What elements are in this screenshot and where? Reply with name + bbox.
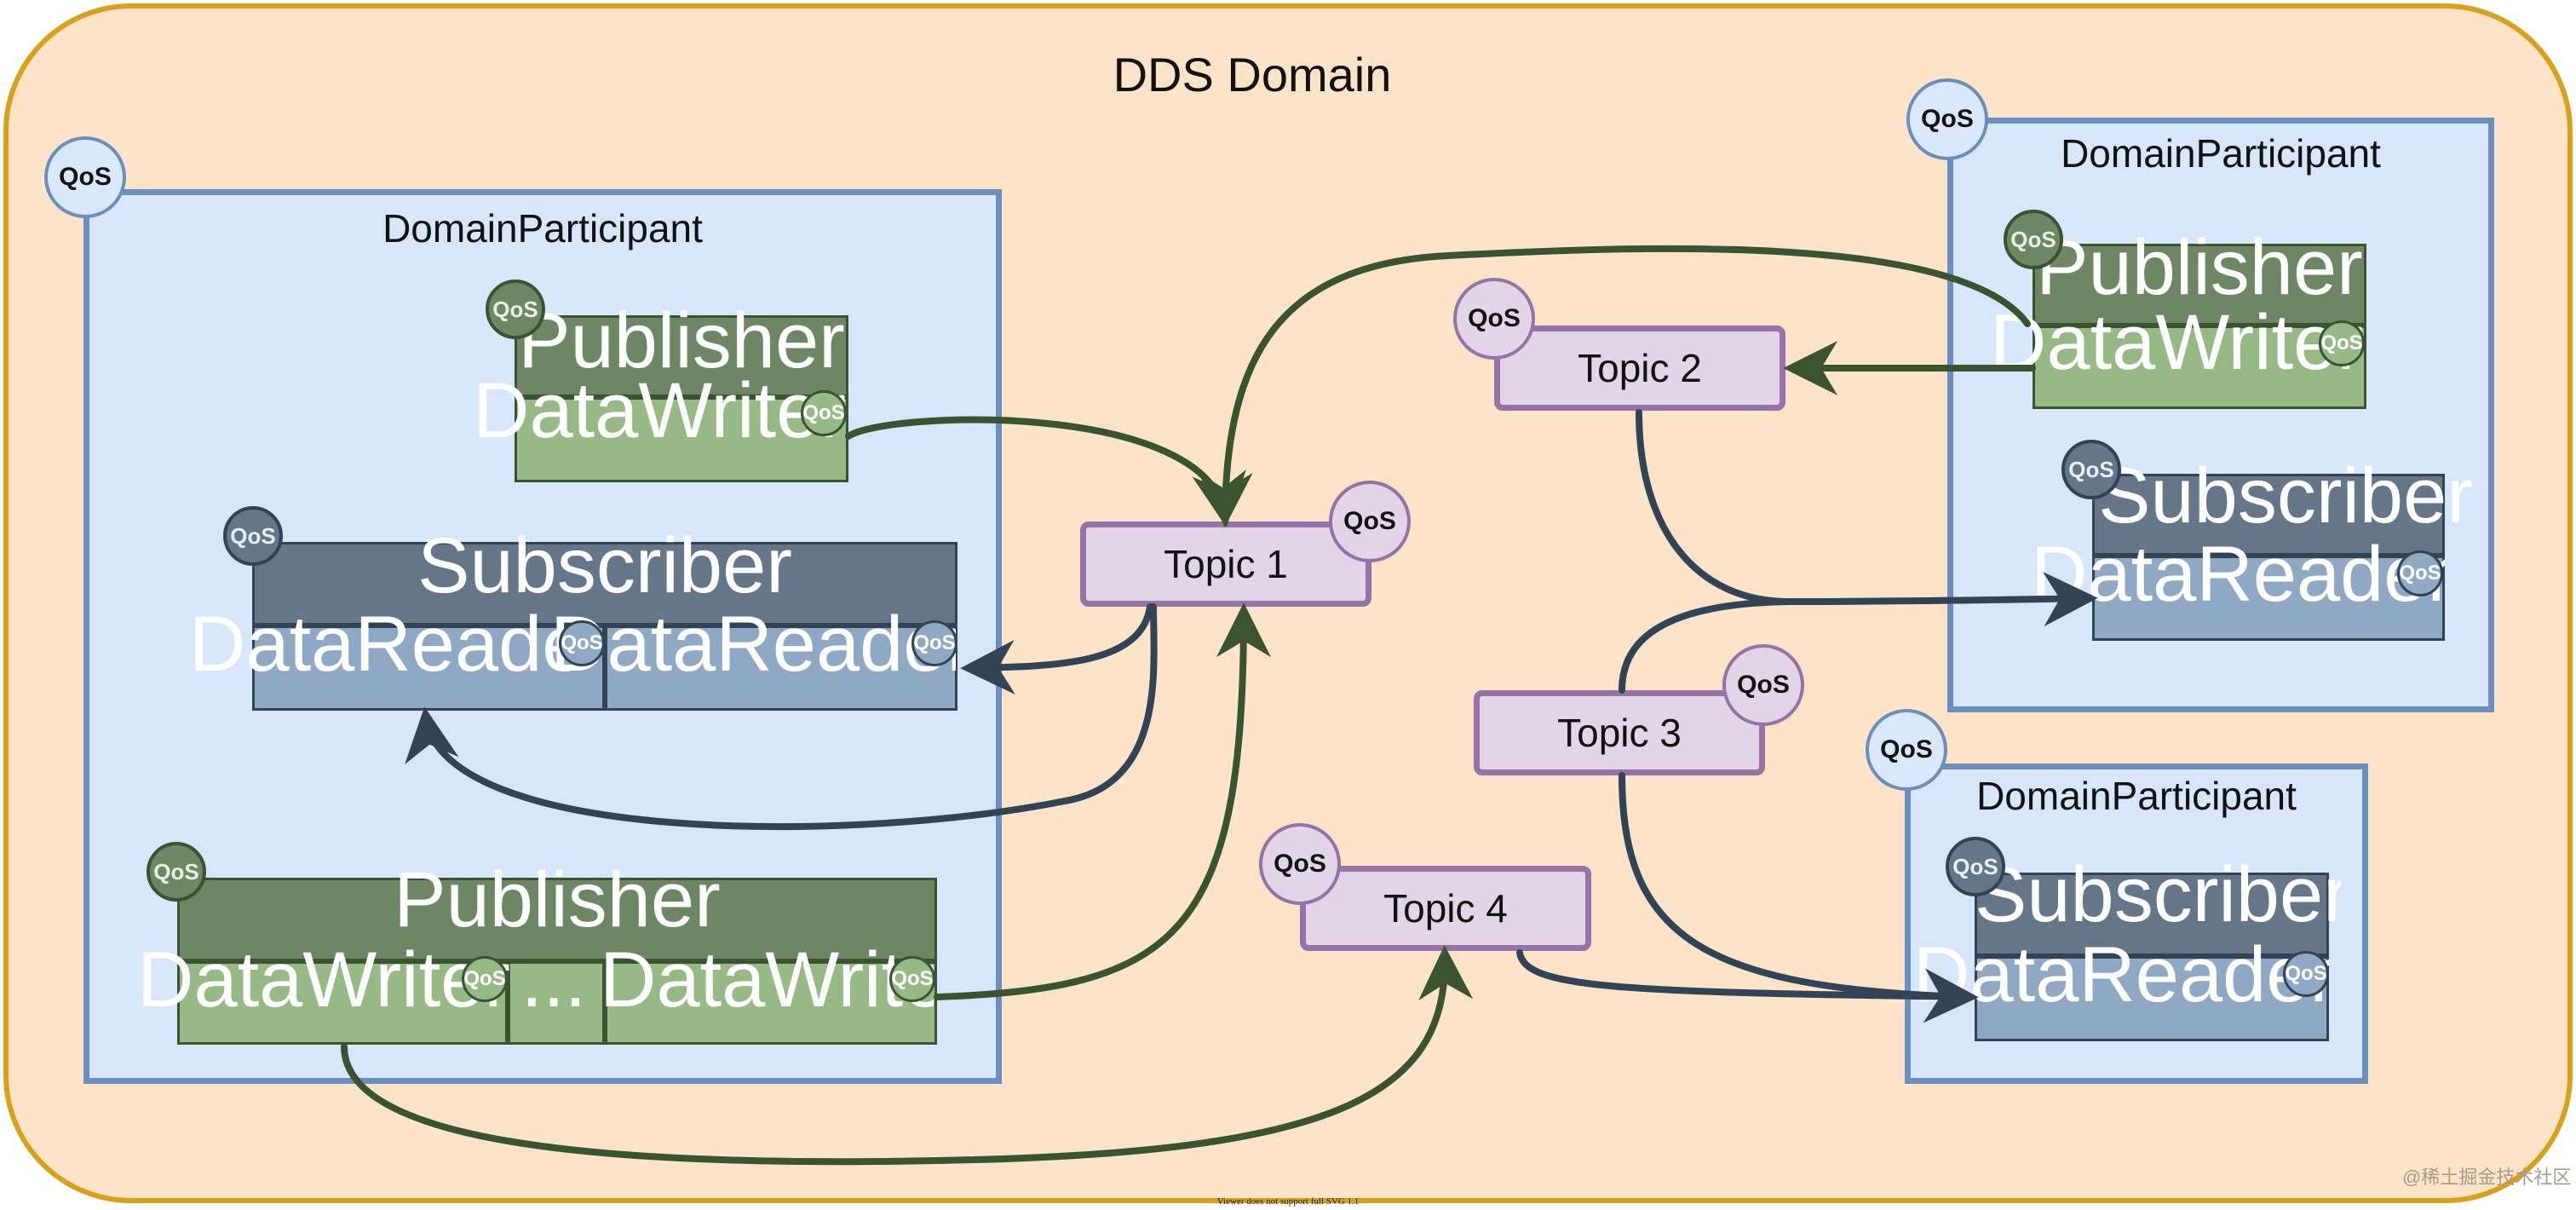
qos-icon: QoS [2319,320,2365,366]
edge-datawriter2-to-topic4 [341,945,1474,1166]
topic-3: Topic 3 [1474,690,1765,775]
publisher-label: Publisher [518,297,845,384]
qos-icon: QoS [1946,837,2005,896]
qos-icon: QoS [147,842,206,902]
qos-icon: QoS [2061,440,2121,499]
datawriter-label: DataWriter [1990,303,2363,382]
edge-topic3-to-datareader [1619,598,1792,694]
subscriber-box [2092,474,2445,556]
qos-icon: QoS [1906,78,1988,160]
publisher-box [515,315,848,397]
edge-topic3-to-br-datareader [1619,772,1979,1023]
datawriter-label: DataWriter [137,941,510,1019]
ellipsis-label: ... [520,941,587,1019]
datawriter-box [515,397,848,482]
qos-icon: QoS [1329,481,1411,562]
qos-icon: QoS [223,506,283,566]
footer-note: Viewer does not support full SVG 1.1 [1216,1196,1360,1207]
subscriber-label: Subscriber [2098,457,2473,535]
edge-topic1-to-datareader-loop [405,603,1158,831]
datawriter-box [508,961,605,1045]
domain-title: DDS Domain [1113,48,1392,101]
datareader-label: DataReader [1913,936,2329,1014]
subscriber-box [1975,873,2329,956]
datareader-label: DataReader [2031,535,2445,614]
publisher-label: Publisher [2036,224,2363,311]
qos-icon: QoS [1866,709,1947,791]
qos-icon: QoS [2283,951,2329,997]
qos-icon: QoS [486,279,545,339]
datawriter-label: DataWriter [473,372,846,450]
datareader-box [2092,556,2445,641]
publisher-label: Publisher [394,856,721,943]
topic-4: Topic 4 [1300,866,1591,951]
subscriber-label: Subscriber [417,522,792,609]
edge-datawriter2-to-topic1 [934,602,1271,1000]
datareader-box [1975,956,2329,1041]
participant-bottom-right-title: DomainParticipant [1976,774,2297,818]
edge-topic1-to-datareader [960,603,1153,694]
datareader-box [605,625,957,711]
datawriter-box [177,961,508,1045]
qos-icon: QoS [462,956,508,1002]
participant-left-title: DomainParticipant [382,206,703,251]
participant-top-right-title: DomainParticipant [2061,131,2381,176]
datareader-label: DataReader [189,605,572,683]
publisher-box [177,878,937,961]
qos-icon: QoS [1259,823,1341,905]
datawriter-box [2033,326,2366,409]
subscriber-label: Subscriber [1975,856,2341,934]
publisher-box [2033,244,2366,326]
edge-tr-datawriter-to-topic1 [1198,245,2031,527]
qos-icon: QoS [2397,550,2443,596]
qos-icon: QoS [44,136,126,218]
edge-datawriter-to-topic1 [845,416,1246,527]
edge-topic4-to-br-datareader [1516,949,1971,1000]
qos-icon: QoS [801,390,847,436]
datawriter-label: DataWriter [600,941,934,1019]
qos-icon: QoS [559,620,605,666]
qos-icon: QoS [911,620,957,666]
watermark: @稀土掘金技术社区 [2402,1167,2572,1188]
qos-icon: QoS [889,956,935,1002]
topic-2: Topic 2 [1494,326,1785,411]
subscriber-box [252,542,957,625]
qos-icon: QoS [1453,278,1535,360]
datawriter-box [605,961,937,1045]
qos-icon: QoS [1722,644,1804,726]
edge-topic2-to-datareader [1636,409,2098,627]
datareader-label: DataReader [550,605,956,683]
qos-icon: QoS [2004,210,2063,269]
